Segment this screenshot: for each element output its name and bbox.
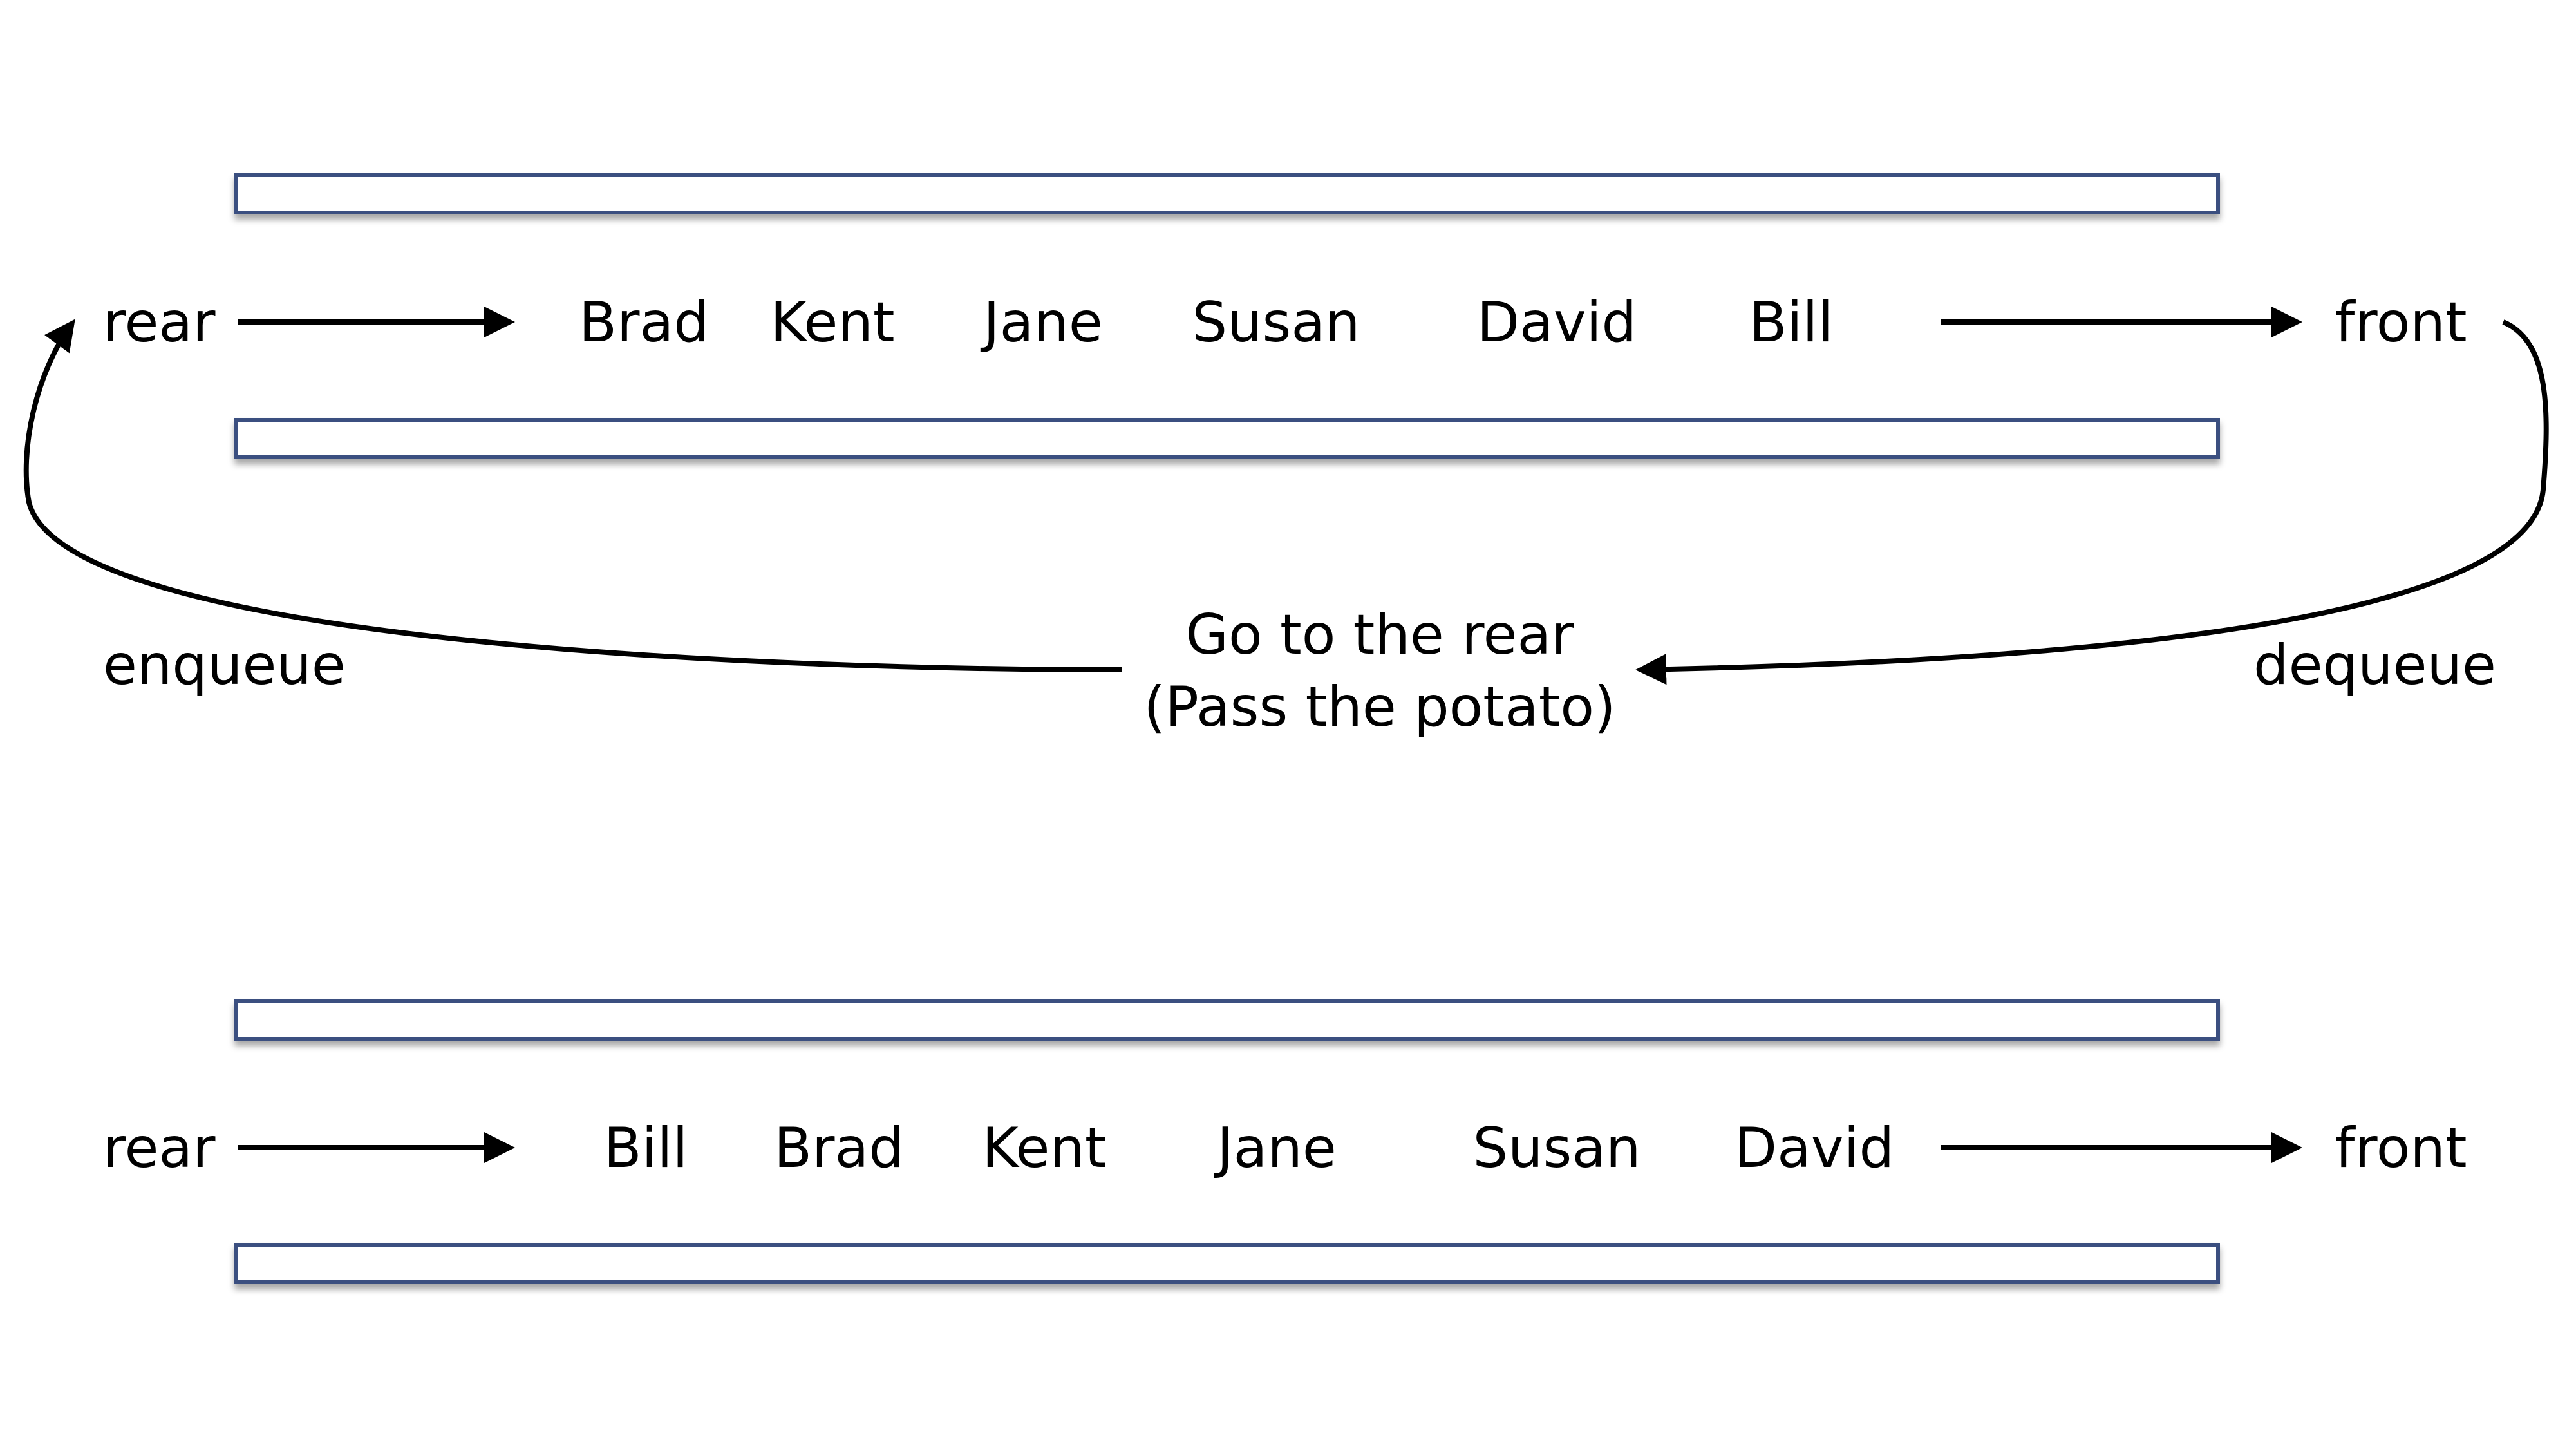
top-queue-lower-wall: [234, 418, 2220, 459]
bottom-front-label: front: [2335, 1116, 2467, 1180]
enqueue-label: enqueue: [103, 633, 346, 697]
rotation-caption-line1: Go to the rear: [1185, 603, 1574, 667]
bottom-rear-label: rear: [103, 1116, 216, 1180]
top-queue: rear Brad Kent Jane Susan David Bill fro…: [103, 173, 2467, 459]
bottom-queue: rear Bill Brad Kent Jane Susan David fro…: [103, 999, 2467, 1284]
queue-item: Jane: [980, 290, 1102, 355]
bottom-queue-upper-wall: [234, 999, 2220, 1041]
queue-item: David: [1477, 290, 1637, 355]
dequeue-label: dequeue: [2253, 633, 2496, 697]
enqueue-curve: [23, 319, 1122, 672]
top-queue-items: Brad Kent Jane Susan David Bill: [579, 290, 1833, 355]
queue-item: Bill: [1749, 290, 1834, 355]
queue-item: Brad: [774, 1116, 904, 1180]
queue-item: Susan: [1472, 1116, 1641, 1180]
top-front-label: front: [2335, 290, 2467, 355]
rotation-path: enqueue dequeue Go to the rear (Pass the…: [23, 319, 2549, 739]
queue-item: Bill: [604, 1116, 688, 1180]
queue-item: Kent: [982, 1116, 1106, 1180]
bottom-queue-lower-wall: [234, 1243, 2220, 1284]
queue-item: David: [1735, 1116, 1894, 1180]
queue-item: Jane: [1214, 1116, 1336, 1180]
bottom-queue-items: Bill Brad Kent Jane Susan David: [604, 1116, 1895, 1180]
top-rear-label: rear: [103, 290, 216, 355]
top-queue-upper-wall: [234, 173, 2220, 214]
rotation-caption-line2: (Pass the potato): [1143, 675, 1615, 739]
queue-item: Brad: [579, 290, 709, 355]
dequeue-curve: [1635, 319, 2549, 685]
queue-item: Kent: [770, 290, 894, 355]
queue-item: Susan: [1192, 290, 1360, 355]
